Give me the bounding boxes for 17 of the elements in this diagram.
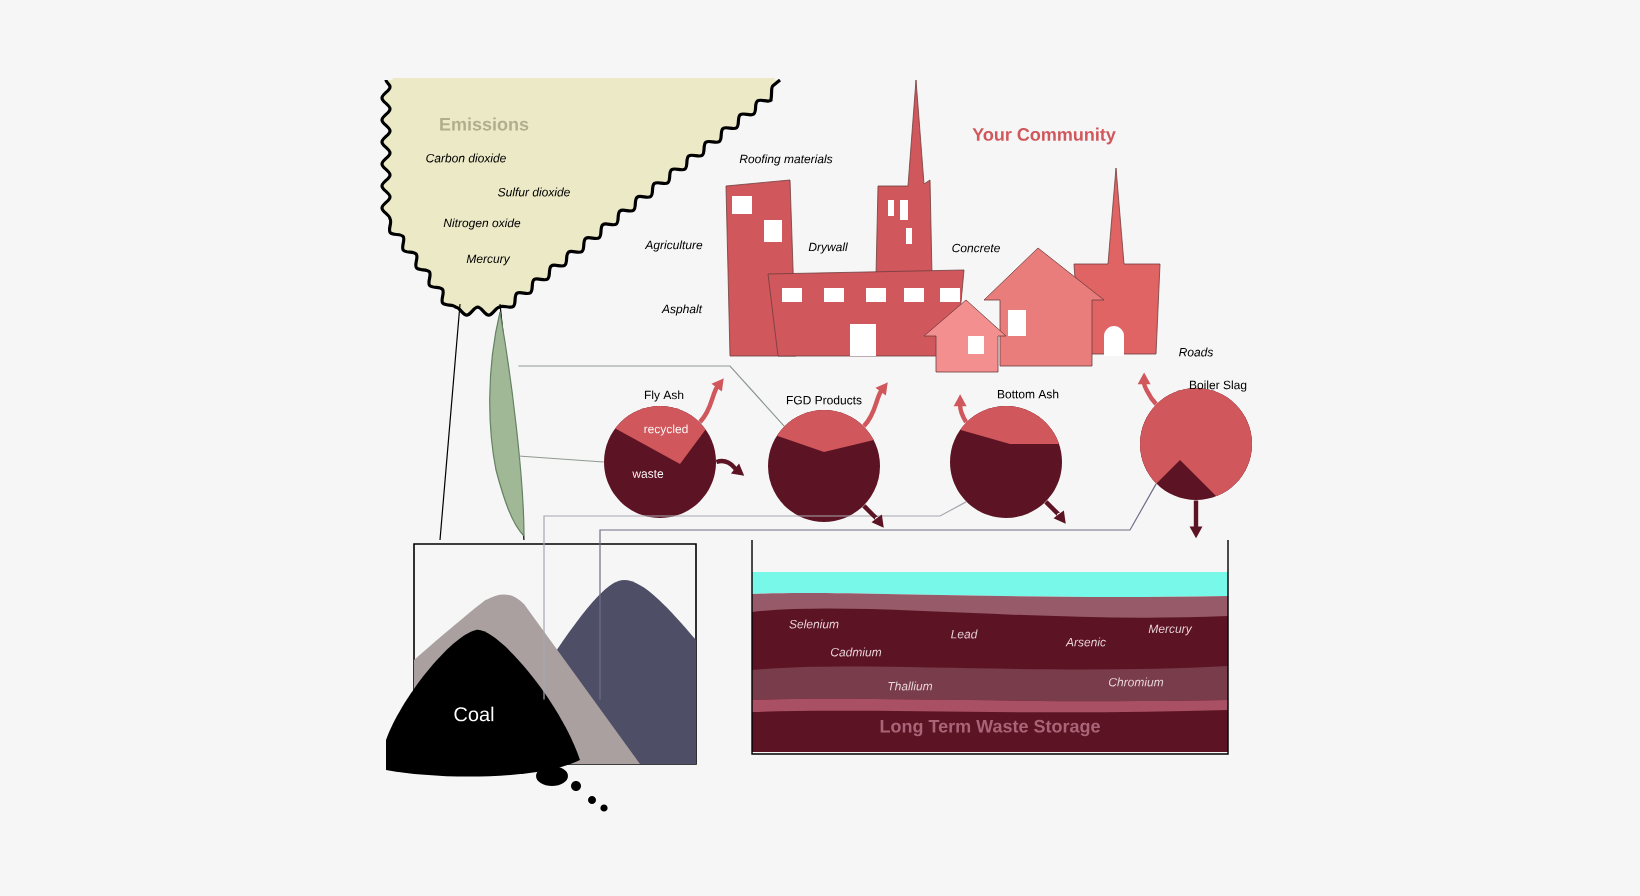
cloud-heading: Emissions bbox=[440, 117, 529, 131]
storage-heading: Long Term Waste Storage bbox=[880, 719, 1100, 737]
connector-line bbox=[599, 483, 1157, 701]
coal-bin-drawing bbox=[386, 543, 697, 812]
ash-circle bbox=[950, 406, 1062, 518]
connector-line bbox=[543, 501, 967, 701]
ash-circle bbox=[604, 406, 716, 518]
community-heading: Your Community bbox=[972, 127, 1116, 145]
waste-storage-drawing bbox=[751, 539, 1229, 755]
ash-circle bbox=[768, 410, 880, 522]
emissions-cloud bbox=[380, 78, 782, 317]
connector-line bbox=[517, 455, 605, 463]
smokestack-drawing bbox=[439, 303, 525, 541]
coal-label: Coal bbox=[454, 706, 494, 722]
community-drawing bbox=[725, 79, 1161, 373]
ash-circle bbox=[1140, 388, 1252, 500]
connector-line bbox=[517, 365, 785, 427]
